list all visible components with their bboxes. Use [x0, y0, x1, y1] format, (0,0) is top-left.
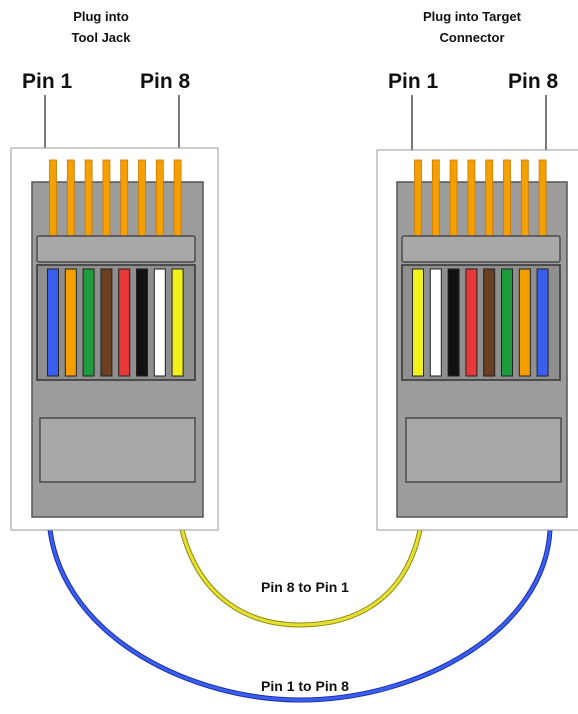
right-plug-wire-window	[401, 264, 561, 381]
right-contact-pin-8	[538, 159, 547, 239]
right-plug-pin8-label: Pin 8	[508, 70, 559, 93]
right-contact-pin-4	[467, 159, 476, 239]
left-plug-caption-line2: Tool Jack	[71, 30, 131, 45]
left-contact-pin-6	[138, 159, 146, 239]
right-wire-green	[501, 268, 513, 377]
left-contact-pin-8	[173, 159, 182, 239]
right-contact-pin-2	[431, 159, 440, 239]
right-wire-blue	[536, 268, 549, 377]
left-wire-blue	[47, 268, 59, 377]
left-wire-orange	[64, 268, 77, 377]
left-plug-strain-relief	[39, 417, 196, 483]
left-wire-white	[153, 268, 166, 377]
left-wire-yellow	[171, 268, 184, 377]
left-plug-wires	[47, 268, 184, 377]
left-plug-latch	[36, 235, 196, 263]
left-wire-green	[82, 268, 95, 377]
right-wire-yellow	[412, 268, 424, 377]
right-contact-pin-6	[503, 159, 511, 239]
left-contact-pin-1	[49, 159, 57, 239]
left-contact-pin-7	[155, 159, 164, 239]
left-plug-pin8-label: Pin 8	[140, 70, 191, 93]
inner-cable	[179, 529, 423, 628]
right-wire-white	[429, 268, 442, 377]
left-contact-pin-4	[102, 159, 111, 239]
inner-cable-label: Pin 8 to Pin 1	[261, 579, 349, 595]
right-wire-orange	[518, 268, 531, 377]
right-contact-pin-1	[414, 159, 422, 239]
right-plug-strain-relief	[405, 417, 562, 483]
right-plug-caption-line2: Connector	[440, 30, 505, 45]
left-plug-pin1-label: Pin 1	[22, 70, 73, 93]
right-contact-pin-7	[520, 159, 529, 239]
outer-cable	[47, 529, 553, 703]
right-wire-brown	[483, 268, 496, 377]
right-contact-pin-3	[449, 159, 458, 239]
left-wire-brown	[100, 268, 113, 377]
right-plug-latch	[401, 235, 561, 263]
right-wire-red	[465, 268, 478, 377]
left-wire-black	[136, 268, 148, 377]
right-plug-wires	[412, 268, 549, 377]
left-contact-pin-2	[66, 159, 75, 239]
left-plug-caption-line1: Plug into	[73, 9, 129, 24]
left-wire-red	[118, 268, 131, 377]
outer-cable-label: Pin 1 to Pin 8	[261, 678, 349, 694]
right-plug: Plug into Target Connector Pin 1 Pin 8	[376, 9, 578, 531]
right-plug-contacts	[414, 159, 547, 239]
right-plug-pin1-label: Pin 1	[388, 70, 439, 93]
right-wire-black	[447, 268, 460, 377]
right-plug-caption-line1: Plug into Target	[423, 9, 522, 24]
left-contact-pin-5	[120, 159, 129, 239]
right-contact-pin-5	[485, 159, 494, 239]
left-contact-pin-3	[84, 159, 93, 239]
left-plug-wire-window	[36, 264, 196, 381]
left-plug: Plug into Tool Jack Pin 1 Pin 8	[10, 9, 219, 531]
